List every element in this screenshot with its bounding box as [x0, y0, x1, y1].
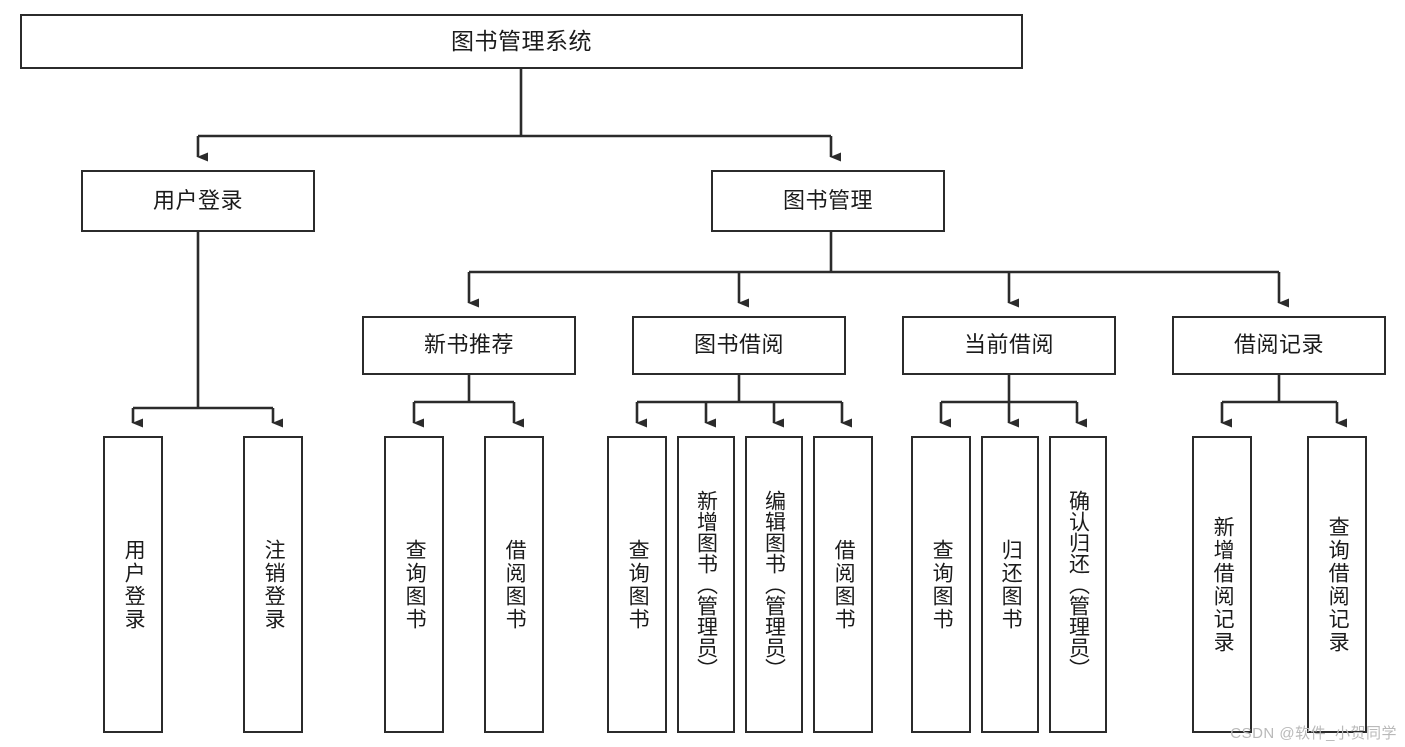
- leaf-book-borrow-borrow[interactable]: 借阅图书: [813, 436, 873, 733]
- node-book-borrow[interactable]: 图书借阅: [632, 316, 846, 375]
- node-book-management[interactable]: 图书管理: [711, 170, 945, 232]
- leaf-borrow-record-add[interactable]: 新增借阅记录: [1192, 436, 1252, 733]
- leaf-book-borrow-borrow-label: 借阅图书: [832, 538, 856, 631]
- leaf-user-login-logout[interactable]: 注销登录: [243, 436, 303, 733]
- leaf-current-borrow-return-label: 归还图书: [999, 538, 1023, 631]
- leaf-current-borrow-confirm-label: 确认归还（管理员）: [1066, 490, 1090, 679]
- node-current-borrow[interactable]: 当前借阅: [902, 316, 1116, 375]
- node-user-login-label: 用户登录: [152, 187, 243, 213]
- node-current-borrow-label: 当前借阅: [963, 332, 1054, 358]
- leaf-book-borrow-edit-label: 编辑图书（管理员）: [762, 490, 786, 679]
- leaf-borrow-record-add-label: 新增借阅记录: [1211, 515, 1235, 654]
- leaf-current-borrow-return[interactable]: 归还图书: [981, 436, 1039, 733]
- leaf-current-borrow-query[interactable]: 查询图书: [911, 436, 971, 733]
- leaf-new-book-query[interactable]: 查询图书: [384, 436, 444, 733]
- leaf-book-borrow-add-label: 新增图书（管理员）: [694, 490, 718, 679]
- leaf-user-login-login-label: 用户登录: [122, 538, 146, 631]
- leaf-borrow-record-query-label: 查询借阅记录: [1326, 515, 1350, 654]
- node-new-book-recommend[interactable]: 新书推荐: [362, 316, 576, 375]
- leaf-new-book-borrow[interactable]: 借阅图书: [484, 436, 544, 733]
- leaf-book-borrow-query[interactable]: 查询图书: [607, 436, 667, 733]
- node-new-book-recommend-label: 新书推荐: [423, 332, 514, 358]
- node-book-borrow-label: 图书借阅: [693, 332, 784, 358]
- node-user-login[interactable]: 用户登录: [81, 170, 315, 232]
- leaf-borrow-record-query[interactable]: 查询借阅记录: [1307, 436, 1367, 733]
- node-root-label: 图书管理系统: [451, 27, 592, 54]
- leaf-current-borrow-query-label: 查询图书: [930, 538, 954, 631]
- leaf-book-borrow-add[interactable]: 新增图书（管理员）: [677, 436, 735, 733]
- leaf-user-login-logout-label: 注销登录: [262, 538, 286, 631]
- csdn-watermark: CSDN @软件_小贺同学: [1230, 725, 1397, 742]
- leaf-new-book-query-label: 查询图书: [403, 538, 427, 631]
- leaf-book-borrow-edit[interactable]: 编辑图书（管理员）: [745, 436, 803, 733]
- leaf-book-borrow-query-label: 查询图书: [626, 538, 650, 631]
- node-borrow-record[interactable]: 借阅记录: [1172, 316, 1386, 375]
- node-root[interactable]: 图书管理系统: [20, 14, 1023, 69]
- leaf-current-borrow-confirm[interactable]: 确认归还（管理员）: [1049, 436, 1107, 733]
- node-book-management-label: 图书管理: [782, 187, 873, 213]
- leaf-new-book-borrow-label: 借阅图书: [503, 538, 527, 631]
- leaf-user-login-login[interactable]: 用户登录: [103, 436, 163, 733]
- node-borrow-record-label: 借阅记录: [1233, 332, 1324, 358]
